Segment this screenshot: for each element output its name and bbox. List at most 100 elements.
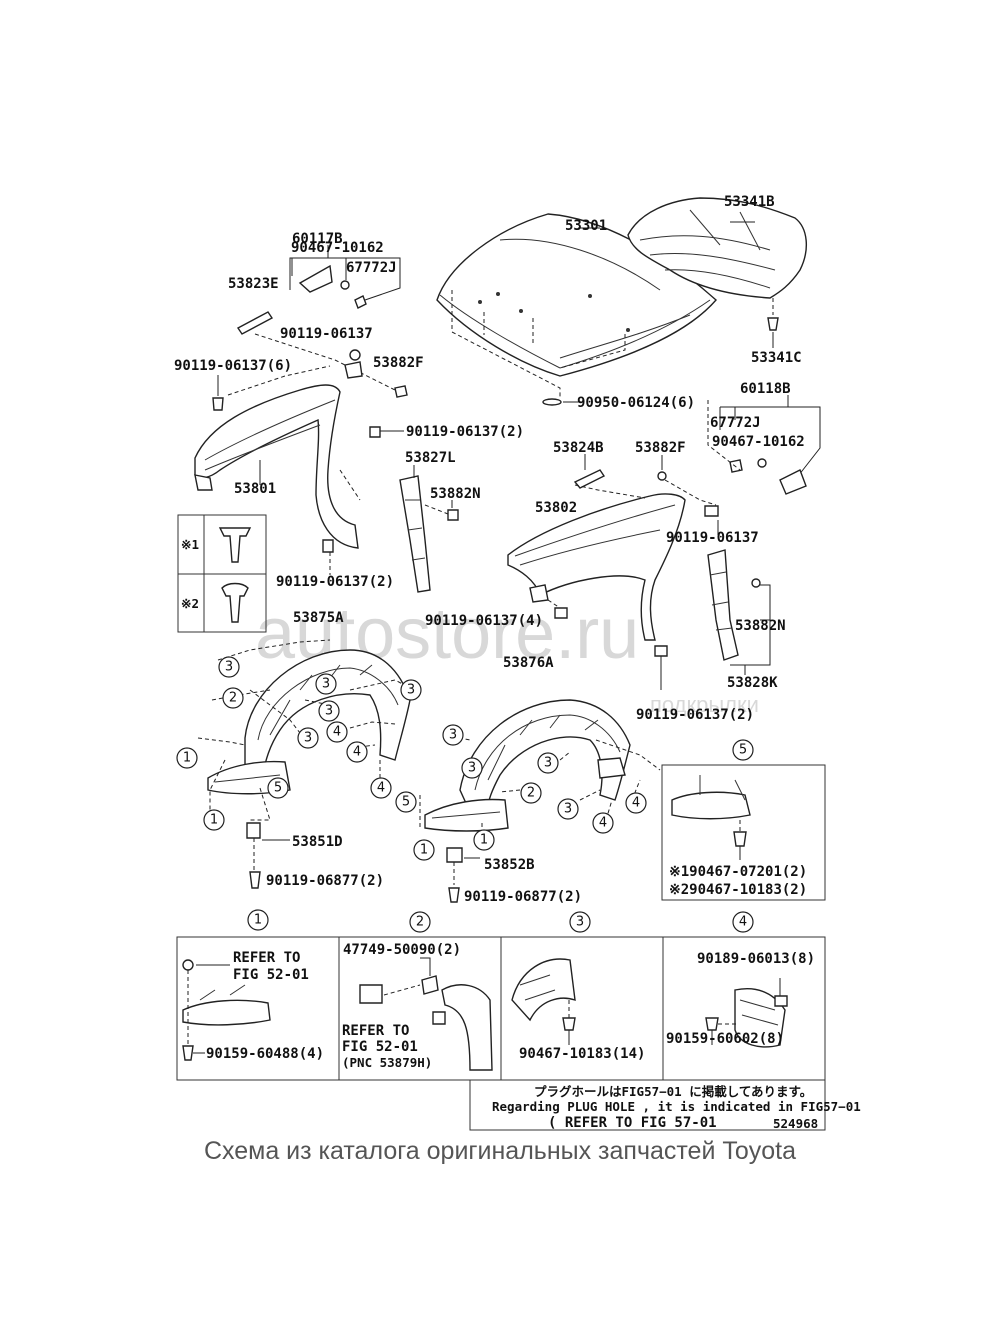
label-53828K: 53828K [727,675,778,691]
svg-text:3: 3 [564,802,572,817]
label-90950-06124-6: 90950-06124(6) [577,395,695,411]
detail3-part: 90467-10183(14) [519,1046,645,1062]
detail4-part-2: 90159-60602(8) [666,1031,784,1047]
label-90119-06877-2b: 90119-06877(2) [464,889,582,905]
detail2-refer-1: REFER TO [342,1023,409,1039]
label-90119-06877-2a: 90119-06877(2) [266,873,384,889]
detail4-part-1: 90189-06013(8) [697,951,815,967]
liner-53875A [207,649,411,795]
bracket-53828K [707,549,739,661]
fender-53802 [507,493,686,641]
note-english: Regarding PLUG HOLE , it is indicated in… [492,1099,861,1114]
label-53301: 53301 [565,218,607,234]
label-53801: 53801 [234,481,276,497]
svg-text:2: 2 [416,915,424,930]
liner-53876A [424,699,631,832]
label-90119-06137-2b: 90119-06137(2) [276,574,394,590]
note-refer: ( REFER TO FIG 57-01 [548,1115,717,1131]
clip-53851D [246,822,261,839]
svg-text:1: 1 [210,813,218,828]
label-53882F-a: 53882F [373,355,424,371]
label-53876A: 53876A [503,655,554,671]
label-53824B: 53824B [553,440,604,456]
svg-text:4: 4 [377,781,385,796]
nut-upper [349,349,361,361]
svg-text:3: 3 [468,761,476,776]
label-53827L: 53827L [405,450,456,466]
svg-text:4: 4 [599,816,607,831]
label-90119-06137-6: 90119-06137(6) [174,358,292,374]
label-67772J-b: 67772J [710,415,761,431]
symbol-box [177,514,267,633]
label-90467-07201: ※190467-07201(2) [669,864,807,880]
svg-text:1: 1 [480,833,488,848]
label-90119-06137-top: 90119-06137 [280,326,373,342]
svg-text:3: 3 [304,731,312,746]
callout-group: 3 2 1 3 3 3 3 4 4 4 5 1 3 3 3 2 3 4 4 5 … [176,656,754,933]
label-53823E: 53823E [228,276,279,292]
symbol-2: ※2 [181,596,199,611]
watermark-sub: подкрылки [650,692,759,717]
bolt-left-upper [212,397,224,411]
svg-text:2: 2 [527,786,535,801]
clip-53341C [767,317,779,331]
label-90467-10183-2: ※290467-10183(2) [669,882,807,898]
svg-text:3: 3 [576,915,584,930]
svg-text:3: 3 [407,683,415,698]
detail1-bolt: 90159-60488(4) [206,1046,324,1062]
label-53882F-b: 53882F [635,440,686,456]
detail1-refer-2: FIG 52-01 [233,967,309,983]
svg-text:3: 3 [322,677,330,692]
label-90467-10162-a: 90467-10162 [291,240,384,256]
svg-text:1: 1 [183,751,191,766]
bracket-60117B [298,264,367,309]
bracket-53827L [399,475,431,593]
clip-53852B [446,847,463,863]
svg-text:3: 3 [544,756,552,771]
svg-text:3: 3 [449,728,457,743]
detail-box-1 [176,936,340,1081]
svg-text:5: 5 [739,743,747,758]
hood-insulator-53341B [627,197,807,299]
svg-text:3: 3 [225,660,233,675]
symbol-1: ※1 [181,537,199,552]
label-53851D: 53851D [292,834,343,850]
detail2-refer-2: FIG 52-01 [342,1039,418,1055]
detail-box-5 [661,764,826,901]
svg-text:3: 3 [325,704,333,719]
label-60117B: 60117B [292,231,343,247]
label-60118B: 60118B [740,381,791,397]
liner-right-end [597,757,626,779]
svg-text:1: 1 [254,913,262,928]
note-japanese: プラグホールはFIG57−01 に掲載してあります。 [534,1084,812,1099]
svg-text:4: 4 [353,745,361,760]
label-53852B: 53852B [484,857,535,873]
label-53341B: 53341B [724,194,775,210]
label-53882N-a: 53882N [430,486,481,502]
svg-text:4: 4 [739,915,747,930]
svg-text:5: 5 [274,781,282,796]
detail2-part: 47749-50090(2) [343,942,461,958]
hood-cushion [542,398,562,406]
bracket-60118B [779,469,807,495]
label-90467-10162-b: 90467-10162 [712,434,805,450]
label-53802: 53802 [535,500,577,516]
label-53882N-b: 53882N [735,618,786,634]
svg-text:1: 1 [420,843,428,858]
svg-text:4: 4 [632,796,640,811]
bolt-left-liner [249,871,261,889]
label-90119-06137-4: 90119-06137(4) [425,613,543,629]
label-67772J-a: 67772J [346,260,397,276]
label-53341C: 53341C [751,350,802,366]
label-90119-06137-mid: 90119-06137 [666,530,759,546]
label-90119-06137-2a: 90119-06137(2) [406,424,524,440]
figure-code: 524968 [773,1116,818,1131]
bracket-53824B [573,469,606,489]
hood-holes [478,292,630,332]
label-90119-06137-2c: 90119-06137(2) [636,707,754,723]
detail2-refer-3: (PNC 53879H) [342,1055,432,1070]
detail-box-2 [338,936,502,1081]
bolt-right-liner [448,887,460,903]
svg-text:4: 4 [333,725,341,740]
